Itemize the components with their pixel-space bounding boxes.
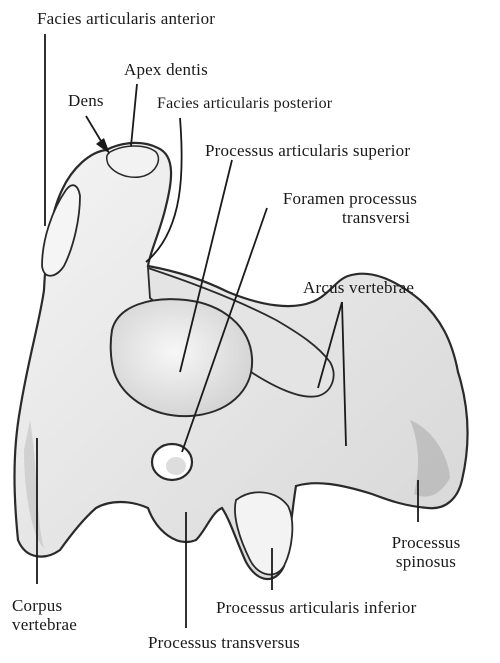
inferior-facet <box>235 492 292 574</box>
label-processus-articularis-superior: Processus articularis superior <box>205 141 410 160</box>
label-apex-dentis: Apex dentis <box>124 60 208 79</box>
label-spinosus-line2: spinosus <box>376 552 476 571</box>
label-processus-articularis-inferior: Processus articularis inferior <box>216 598 417 617</box>
label-facies-articularis-posterior: Facies articularis posterior <box>157 94 332 113</box>
label-processus-spinosus: Processus spinosus <box>376 533 476 571</box>
label-facies-articularis-anterior: Facies articularis anterior <box>37 9 215 28</box>
label-corpus-line1: Corpus <box>12 596 77 615</box>
label-foramen-line2: transversi <box>250 208 450 227</box>
label-foramen-line1: Foramen processus <box>250 189 450 208</box>
leader-apex-dentis <box>131 84 137 146</box>
label-corpus-vertebrae: Corpus vertebrae <box>12 596 77 634</box>
label-arcus-vertebrae: Arcus vertebrae <box>303 278 414 297</box>
label-foramen-processus-transversi: Foramen processus transversi <box>250 189 450 227</box>
superior-facet <box>111 299 252 416</box>
label-corpus-line2: vertebrae <box>12 615 77 634</box>
label-processus-transversus: Processus transversus <box>148 633 300 652</box>
label-spinosus-line1: Processus <box>376 533 476 552</box>
label-dens: Dens <box>68 91 104 110</box>
